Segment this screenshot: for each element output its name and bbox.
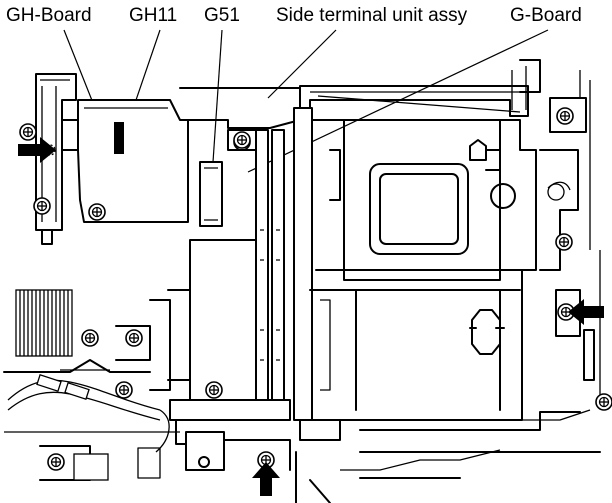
leader-gh-board xyxy=(64,30,95,108)
left-cable-bundle xyxy=(4,290,150,398)
leader-g51 xyxy=(213,30,222,162)
lower-cable xyxy=(8,375,169,452)
gh11-connector xyxy=(114,122,124,154)
right-bracket xyxy=(556,250,612,410)
left-bracket xyxy=(20,74,82,244)
main-chassis xyxy=(300,120,600,452)
arrow-bottom xyxy=(252,462,280,496)
arrow-right xyxy=(568,299,604,325)
g-board xyxy=(256,108,312,420)
gh-board xyxy=(78,100,188,222)
